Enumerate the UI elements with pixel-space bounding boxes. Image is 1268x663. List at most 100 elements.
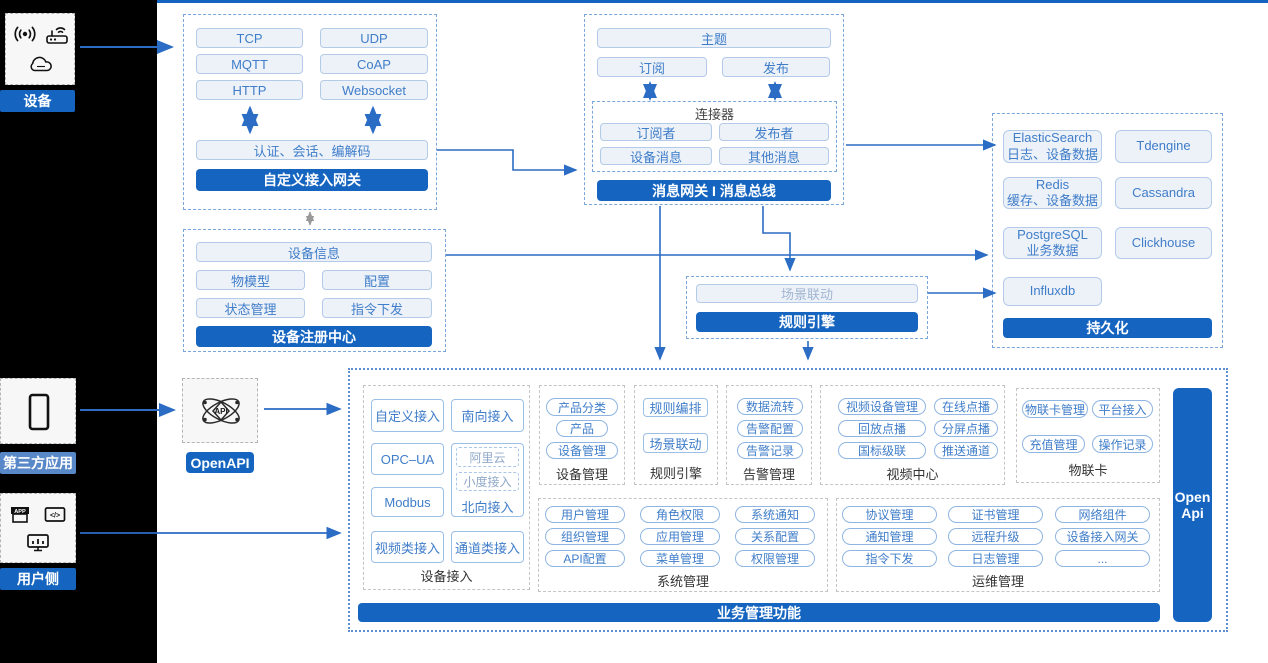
custom-gateway-title-bar: 自定义接入网关 bbox=[196, 169, 428, 191]
app-mgmt-button: 应用管理 bbox=[640, 528, 720, 545]
alarm-config-button: 告警配置 bbox=[737, 420, 803, 437]
user-side-label: 用户侧 bbox=[0, 568, 76, 590]
openapi-label: OpenAPI bbox=[186, 452, 254, 473]
monitor-chart-icon bbox=[25, 532, 51, 559]
device-access-section bbox=[363, 385, 530, 590]
broadcast-icon bbox=[13, 23, 37, 50]
video-access-button: 视频类接入 bbox=[371, 531, 444, 563]
message-bus-title-bar: 消息网关 I 消息总线 bbox=[597, 180, 831, 201]
device-access-label: 设备接入 bbox=[420, 569, 473, 584]
remote-upgrade-button: 远程升级 bbox=[948, 528, 1043, 545]
video-center-section bbox=[820, 385, 1005, 485]
network-component-button: 网络组件 bbox=[1055, 506, 1150, 523]
alarm-record-button: 告警记录 bbox=[737, 442, 803, 459]
device-access-gateway-button: 设备接入网关 bbox=[1055, 528, 1150, 545]
device-mgmt-section bbox=[539, 385, 625, 485]
device-icon-box bbox=[5, 13, 75, 85]
device-registry-title-bar: 设备注册中心 bbox=[196, 326, 432, 347]
topic-bar: 主题 bbox=[597, 28, 831, 48]
more-button: ... bbox=[1055, 550, 1150, 567]
log-mgmt-button: 日志管理 bbox=[948, 550, 1043, 567]
db-cassandra: Cassandra bbox=[1115, 177, 1212, 209]
product-button: 产品 bbox=[556, 420, 608, 437]
api-network-icon: API bbox=[195, 389, 247, 438]
recharge-mgmt-button: 充值管理 bbox=[1022, 435, 1085, 453]
product-category-button: 产品分类 bbox=[546, 398, 618, 416]
menu-mgmt-button: 菜单管理 bbox=[640, 550, 720, 567]
ops-mgmt-section bbox=[836, 498, 1160, 592]
subscribe-button: 订阅 bbox=[597, 57, 707, 77]
thing-model-button: 物模型 bbox=[196, 270, 305, 290]
command-dispatch-button: 指令下发 bbox=[322, 298, 432, 318]
online-play-button: 在线点播 bbox=[934, 398, 998, 415]
push-channel-button: 推送通道 bbox=[934, 442, 998, 459]
rule-engine-section bbox=[634, 385, 718, 485]
db-influxdb: Influxdb bbox=[1003, 277, 1102, 306]
channel-access-button: 通道类接入 bbox=[451, 531, 524, 563]
protocol-http: HTTP bbox=[196, 80, 303, 100]
split-screen-button: 分屏点播 bbox=[934, 420, 998, 437]
device-mgmt-label: 设备管理 bbox=[555, 467, 608, 482]
rule-engine-label: 规则引擎 bbox=[649, 466, 702, 481]
system-notice-button: 系统通知 bbox=[735, 506, 815, 523]
svg-text:APP: APP bbox=[14, 509, 26, 515]
iot-card-section bbox=[1016, 388, 1160, 483]
scene-linkage-bar: 场景联动 bbox=[696, 284, 918, 303]
rule-engine-title-bar: 规则引擎 bbox=[696, 312, 918, 332]
db-tdengine: Tdengine bbox=[1115, 130, 1212, 163]
cert-mgmt-button: 证书管理 bbox=[948, 506, 1043, 523]
video-center-label: 视频中心 bbox=[886, 467, 939, 482]
scene-linkage-button: 场景联动 bbox=[643, 433, 708, 453]
publisher-button: 发布者 bbox=[719, 123, 829, 141]
org-mgmt-button: 组织管理 bbox=[545, 528, 625, 545]
north-access-label: 北向接入 bbox=[461, 500, 514, 515]
other-message-button: 其他消息 bbox=[719, 147, 829, 165]
data-flow-button: 数据流转 bbox=[737, 398, 803, 415]
device-info-bar: 设备信息 bbox=[196, 242, 432, 262]
xiaodu-access-button: 小度接入 bbox=[456, 472, 519, 491]
playback-button: 回放点播 bbox=[838, 420, 926, 437]
svg-text:</>: </> bbox=[50, 513, 60, 520]
code-icon: </> bbox=[43, 505, 67, 530]
modbus-button: Modbus bbox=[371, 487, 444, 517]
publish-button: 发布 bbox=[722, 57, 830, 77]
rule-orchestration-button: 规则编排 bbox=[643, 398, 708, 417]
connector-title: 连接器 bbox=[694, 107, 734, 122]
auth-session-codec-bar: 认证、会话、编解码 bbox=[196, 140, 428, 160]
ops-mgmt-label: 运维管理 bbox=[971, 574, 1024, 589]
api-config-button: API配置 bbox=[545, 550, 625, 567]
opc-ua-button: OPC–UA bbox=[371, 443, 444, 475]
platform-access-button: 平台接入 bbox=[1092, 400, 1153, 418]
iot-card-mgmt-button: 物联卡管理 bbox=[1022, 400, 1088, 418]
operation-record-button: 操作记录 bbox=[1092, 435, 1153, 453]
permission-mgmt-button: 权限管理 bbox=[735, 550, 815, 567]
config-button: 配置 bbox=[322, 270, 432, 290]
south-access-button: 南向接入 bbox=[451, 399, 524, 432]
cloud-icon bbox=[27, 54, 55, 79]
status-mgmt-button: 状态管理 bbox=[196, 298, 305, 318]
open-api-vertical-bar: Open Api bbox=[1173, 388, 1212, 622]
iot-card-label: 物联卡 bbox=[1068, 463, 1108, 478]
alarm-mgmt-section bbox=[726, 385, 812, 485]
connector-box bbox=[592, 101, 837, 172]
custom-gateway-region bbox=[183, 14, 437, 210]
persistence-region bbox=[992, 113, 1223, 348]
system-mgmt-section bbox=[538, 498, 828, 592]
custom-access-button: 自定义接入 bbox=[371, 399, 444, 432]
user-mgmt-button: 用户管理 bbox=[545, 506, 625, 523]
subscriber-button: 订阅者 bbox=[600, 123, 712, 141]
third-party-label: 第三方应用 bbox=[0, 452, 76, 474]
app-icon: APP bbox=[8, 504, 32, 531]
alarm-mgmt-label: 告警管理 bbox=[742, 467, 795, 482]
protocol-mqtt: MQTT bbox=[196, 54, 303, 74]
device-mgmt-button: 设备管理 bbox=[546, 442, 618, 459]
device-message-button: 设备消息 bbox=[600, 147, 712, 165]
db-clickhouse: Clickhouse bbox=[1115, 227, 1212, 259]
notice-mgmt-button: 通知管理 bbox=[842, 528, 937, 545]
device-registry-region bbox=[183, 229, 446, 352]
business-footer-bar: 业务管理功能 bbox=[358, 603, 1160, 622]
message-bus-region bbox=[584, 14, 844, 205]
